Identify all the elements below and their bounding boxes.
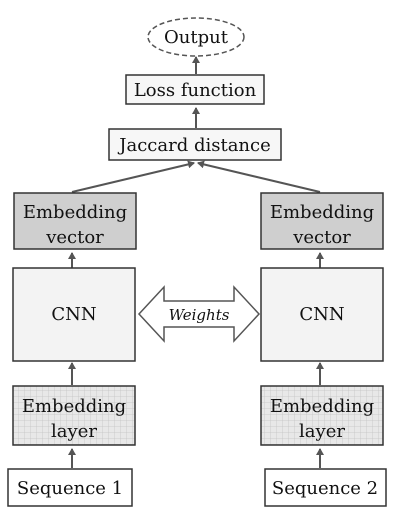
right-cnn-box [260, 267, 384, 362]
shared-weights: Weights [137, 285, 261, 343]
right-embedding-vector-label-line2: vector [292, 227, 351, 248]
left-cnn-box [12, 267, 136, 362]
connectors [68, 56, 324, 468]
double-arrow-icon [137, 285, 261, 343]
weights-label: Weights [169, 306, 230, 324]
left-embedding-vector-label-line1: Embedding [23, 202, 127, 223]
left-branch: Embedding vector CNN Embedding layer Seq… [7, 192, 137, 507]
left-embedding-vector-label-line2: vector [45, 227, 104, 248]
right-embedding-vector-box [260, 192, 384, 250]
sequence-2-box [264, 468, 387, 507]
right-embedding-layer-label-line1: Embedding [270, 396, 374, 417]
left-embedding-layer-label-line2: layer [51, 421, 97, 442]
right-embedding-layer-box [260, 385, 384, 446]
output-ellipse [147, 17, 245, 57]
loss-function-label: Loss function [134, 80, 257, 101]
left-embedding-vector-box [13, 192, 137, 250]
left-embedding-layer-label-line1: Embedding [22, 396, 126, 417]
right-embedding-layer-label-line2: layer [299, 421, 345, 442]
output-node: Output [147, 17, 245, 57]
loss-function-box [125, 74, 265, 105]
sequence-2-label: Sequence 2 [272, 478, 378, 499]
right-branch: Embedding vector CNN Embedding layer Seq… [260, 192, 387, 507]
output-label: Output [164, 27, 229, 48]
jaccard-distance-label: Jaccard distance [117, 135, 271, 156]
right-embedding-vector-label-line1: Embedding [270, 202, 374, 223]
arrow-right-vector-to-jaccard [197, 160, 321, 193]
loss-function-node: Loss function [125, 74, 265, 105]
sequence-1-box [7, 468, 133, 507]
left-cnn-label: CNN [51, 304, 96, 325]
jaccard-distance-node: Jaccard distance [108, 128, 282, 161]
arrow-left-vector-to-jaccard [71, 160, 195, 193]
jaccard-distance-box [108, 128, 282, 161]
sequence-1-label: Sequence 1 [17, 478, 123, 499]
left-embedding-layer-box [12, 385, 136, 446]
right-cnn-label: CNN [299, 304, 344, 325]
